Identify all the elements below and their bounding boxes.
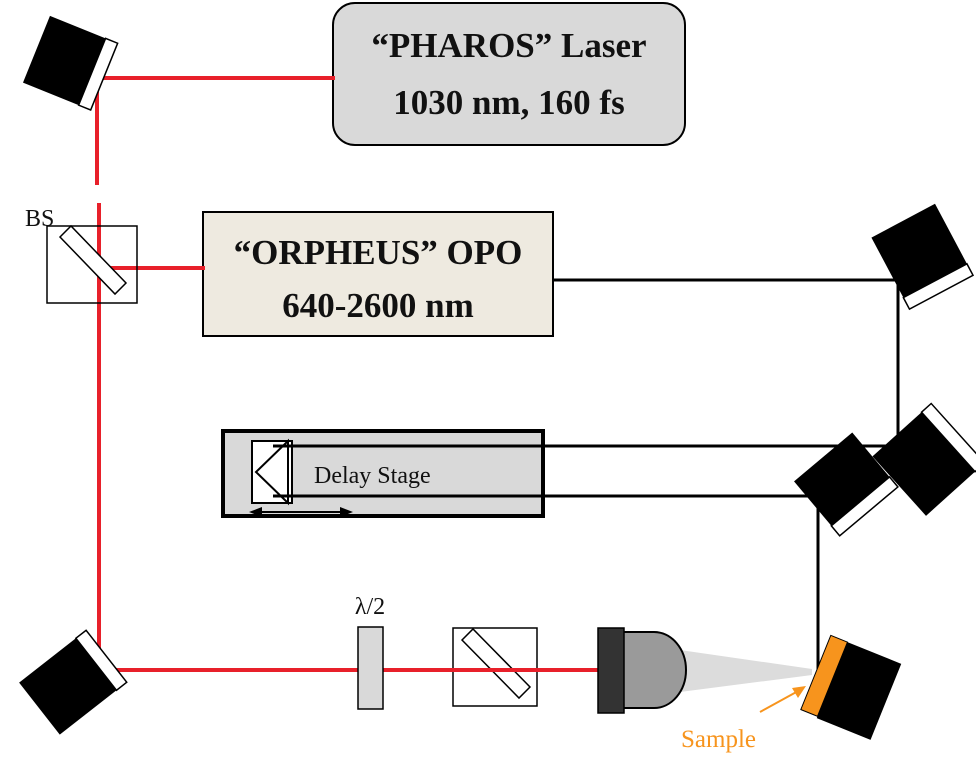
beam-splitter: BS: [25, 206, 138, 304]
mirror-top-left: [22, 15, 119, 111]
laser-box: [332, 2, 686, 146]
mirror-body: [872, 412, 976, 516]
delay-stage-label: Delay Stage: [314, 463, 431, 489]
polarizer-plate: [460, 627, 532, 700]
sample-holder: Sample: [681, 634, 902, 753]
mirror-right-upper: [872, 402, 976, 516]
mirror-right-lower: [794, 432, 899, 537]
laser-to-mirror-beam: [95, 76, 335, 185]
objective-mount: [597, 627, 625, 714]
pharos-laser: “PHAROS” Laser 1030 nm, 160 fs: [332, 2, 686, 146]
mirror-body: [794, 432, 890, 526]
mirror-body: [19, 638, 117, 735]
beam-splitter-label: BS: [25, 206, 54, 232]
opo-to-mirror-beam: [273, 278, 900, 448]
mirror-surface: [920, 402, 976, 473]
arrow-head-left: [249, 507, 262, 517]
mirror-body: [22, 15, 106, 106]
mirror-bottom-left: [19, 629, 128, 735]
sample-pointer-arrow: [759, 689, 801, 713]
beam-splitter-cube: [46, 225, 138, 304]
mirror-surface: [74, 629, 128, 692]
objective-lens: [597, 627, 812, 714]
half-wave-plate: λ/2: [355, 594, 385, 710]
retroreflector-prism: [254, 438, 289, 506]
laser-title: “PHAROS” Laser: [371, 26, 646, 65]
opo-box: [202, 211, 554, 337]
mirror-surface: [902, 262, 975, 311]
focus-cone: [680, 650, 812, 692]
mirror-opo-right: [871, 203, 975, 311]
sample-label: Sample: [681, 726, 756, 753]
delay-return-beam: [273, 494, 820, 672]
opo-title: “ORPHEUS” OPO: [234, 233, 523, 272]
sample-pointer-head: [792, 686, 806, 698]
mirror-surface: [830, 475, 899, 537]
objective-body: [621, 631, 687, 709]
polarizer-cube: [452, 627, 538, 707]
sample: [800, 634, 849, 717]
orpheus-opo: “ORPHEUS” OPO 640-2600 nm: [202, 211, 554, 337]
delay-stage: Delay Stage: [221, 429, 545, 518]
opo-range: 640-2600 nm: [282, 286, 474, 325]
arrow-head-right: [340, 507, 353, 517]
mirror-surface: [77, 37, 119, 111]
waveplate-body: [357, 626, 384, 710]
polarizer: [451, 627, 539, 707]
beam-splitter-plate: [58, 224, 128, 296]
mirror-body: [871, 203, 967, 298]
laser-specs: 1030 nm, 160 fs: [393, 83, 624, 122]
pump-beam-path: [95, 76, 600, 672]
waveplate-label: λ/2: [355, 594, 385, 620]
